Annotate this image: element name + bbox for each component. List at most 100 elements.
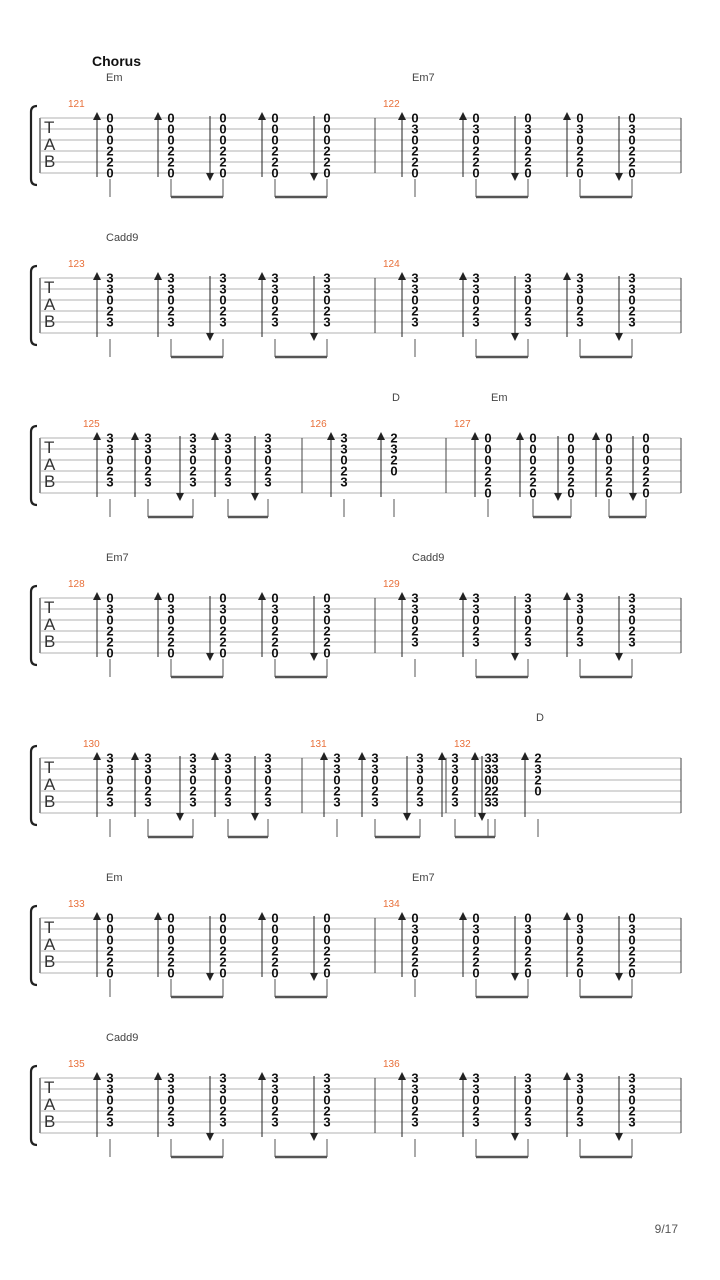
fret-number: 3 bbox=[144, 751, 151, 766]
fret-number: 0 bbox=[567, 442, 574, 457]
fret-number: 2 bbox=[642, 464, 649, 479]
fret-number: 0 bbox=[167, 122, 174, 137]
tab-clef-letter: B bbox=[44, 152, 55, 171]
fret-number: 0 bbox=[167, 922, 174, 937]
tab-clef-letter: B bbox=[44, 792, 55, 811]
fret-number: 3 bbox=[264, 431, 271, 446]
fret-number: 0 bbox=[189, 453, 196, 468]
downstroke-arrow-icon bbox=[176, 813, 184, 821]
fret-number: 3 bbox=[189, 475, 196, 490]
fret-number: 3 bbox=[224, 762, 231, 777]
fret-number: 2 bbox=[390, 453, 397, 468]
fret-number: 3 bbox=[628, 602, 635, 617]
fret-number: 0 bbox=[416, 773, 423, 788]
fret-number: 0 bbox=[106, 613, 113, 628]
tab-clef-letter: A bbox=[44, 775, 56, 794]
fret-number: 3 bbox=[271, 282, 278, 297]
upstroke-arrow-icon bbox=[258, 112, 266, 120]
fret-number: 2 bbox=[576, 624, 583, 639]
fret-number: 2 bbox=[529, 464, 536, 479]
fret-number: 2 bbox=[642, 475, 649, 490]
measure-number: 121 bbox=[68, 99, 85, 110]
fret-number: 3 bbox=[106, 1082, 113, 1097]
fret-number: 3 bbox=[323, 315, 330, 330]
downstroke-arrow-icon bbox=[206, 1133, 214, 1141]
downstroke-arrow-icon bbox=[310, 653, 318, 661]
fret-number: 2 bbox=[106, 464, 113, 479]
fret-number: 2 bbox=[106, 1104, 113, 1119]
upstroke-arrow-icon bbox=[258, 592, 266, 600]
upstroke-arrow-icon bbox=[521, 752, 529, 760]
measure-number: 135 bbox=[68, 1059, 85, 1070]
fret-number: 2 bbox=[323, 944, 330, 959]
fret-number: 2 bbox=[167, 624, 174, 639]
upstroke-arrow-icon bbox=[398, 272, 406, 280]
fret-number: 0 bbox=[271, 646, 278, 661]
fret-number: 0 bbox=[167, 111, 174, 126]
fret-number: 0 bbox=[271, 966, 278, 981]
fret-number: 0 bbox=[106, 166, 113, 181]
fret-number: 3 bbox=[411, 922, 418, 937]
fret-number: 3 bbox=[576, 282, 583, 297]
fret-number: 0 bbox=[411, 933, 418, 948]
fret-number: 0 bbox=[529, 453, 536, 468]
chord-name: Cadd9 bbox=[106, 232, 138, 244]
fret-number: 3 bbox=[576, 1071, 583, 1086]
fret-number: 2 bbox=[472, 144, 479, 159]
fret-number: 3 bbox=[628, 1115, 635, 1130]
fret-number: 2 bbox=[628, 304, 635, 319]
fret-number: 0 bbox=[605, 486, 612, 501]
measure-number: 122 bbox=[383, 99, 400, 110]
fret-number: 2 bbox=[271, 1104, 278, 1119]
fret-number: 2 bbox=[628, 1104, 635, 1119]
fret-number: 3 bbox=[219, 315, 226, 330]
fret-number: 0 bbox=[472, 966, 479, 981]
fret-number: 3 bbox=[144, 762, 151, 777]
fret-number: 3 bbox=[628, 1082, 635, 1097]
fret-number: 3 bbox=[576, 122, 583, 137]
fret-number: 3 bbox=[323, 271, 330, 286]
fret-number: 0 bbox=[628, 911, 635, 926]
fret-number: 3 bbox=[472, 635, 479, 650]
fret-number: 2 bbox=[576, 944, 583, 959]
fret-number: 3 bbox=[411, 1115, 418, 1130]
fret-number: 0 bbox=[576, 133, 583, 148]
upstroke-arrow-icon bbox=[398, 112, 406, 120]
fret-number: 2 bbox=[323, 304, 330, 319]
fret-number: 2 bbox=[524, 944, 531, 959]
downstroke-arrow-icon bbox=[615, 1133, 623, 1141]
tab-clef-letter: T bbox=[44, 758, 54, 777]
fret-number: 3 bbox=[333, 762, 340, 777]
fret-number: 3 bbox=[411, 591, 418, 606]
system-bracket bbox=[29, 424, 38, 507]
fret-number: 0 bbox=[167, 613, 174, 628]
fret-number: 0 bbox=[106, 773, 113, 788]
fret-number: 2 bbox=[219, 144, 226, 159]
measure-number: 128 bbox=[68, 579, 85, 590]
upstroke-arrow-icon bbox=[131, 752, 139, 760]
downstroke-arrow-icon bbox=[554, 493, 562, 501]
fret-number: 0 bbox=[524, 1093, 531, 1108]
fret-number: 2 bbox=[411, 144, 418, 159]
fret-number: 2 bbox=[219, 635, 226, 650]
fret-number: 0 bbox=[628, 933, 635, 948]
upstroke-arrow-icon bbox=[398, 1072, 406, 1080]
upstroke-arrow-icon bbox=[438, 752, 446, 760]
fret-number: 0 bbox=[567, 486, 574, 501]
fret-number: 3 bbox=[411, 1082, 418, 1097]
fret-number: 0 bbox=[167, 293, 174, 308]
fret-number: 3 bbox=[628, 1071, 635, 1086]
upstroke-arrow-icon bbox=[459, 112, 467, 120]
fret-number: 0 bbox=[524, 911, 531, 926]
fret-number: 3 bbox=[106, 475, 113, 490]
tab-clef-letter: B bbox=[44, 312, 55, 331]
fret-number: 2 bbox=[484, 475, 491, 490]
fret-number: 0 bbox=[271, 613, 278, 628]
fret-number: 2 bbox=[491, 784, 498, 799]
fret-number: 0 bbox=[106, 122, 113, 137]
fret-number: 2 bbox=[167, 1104, 174, 1119]
section-title: Chorus bbox=[92, 53, 141, 69]
fret-number: 0 bbox=[491, 773, 498, 788]
upstroke-arrow-icon bbox=[398, 912, 406, 920]
